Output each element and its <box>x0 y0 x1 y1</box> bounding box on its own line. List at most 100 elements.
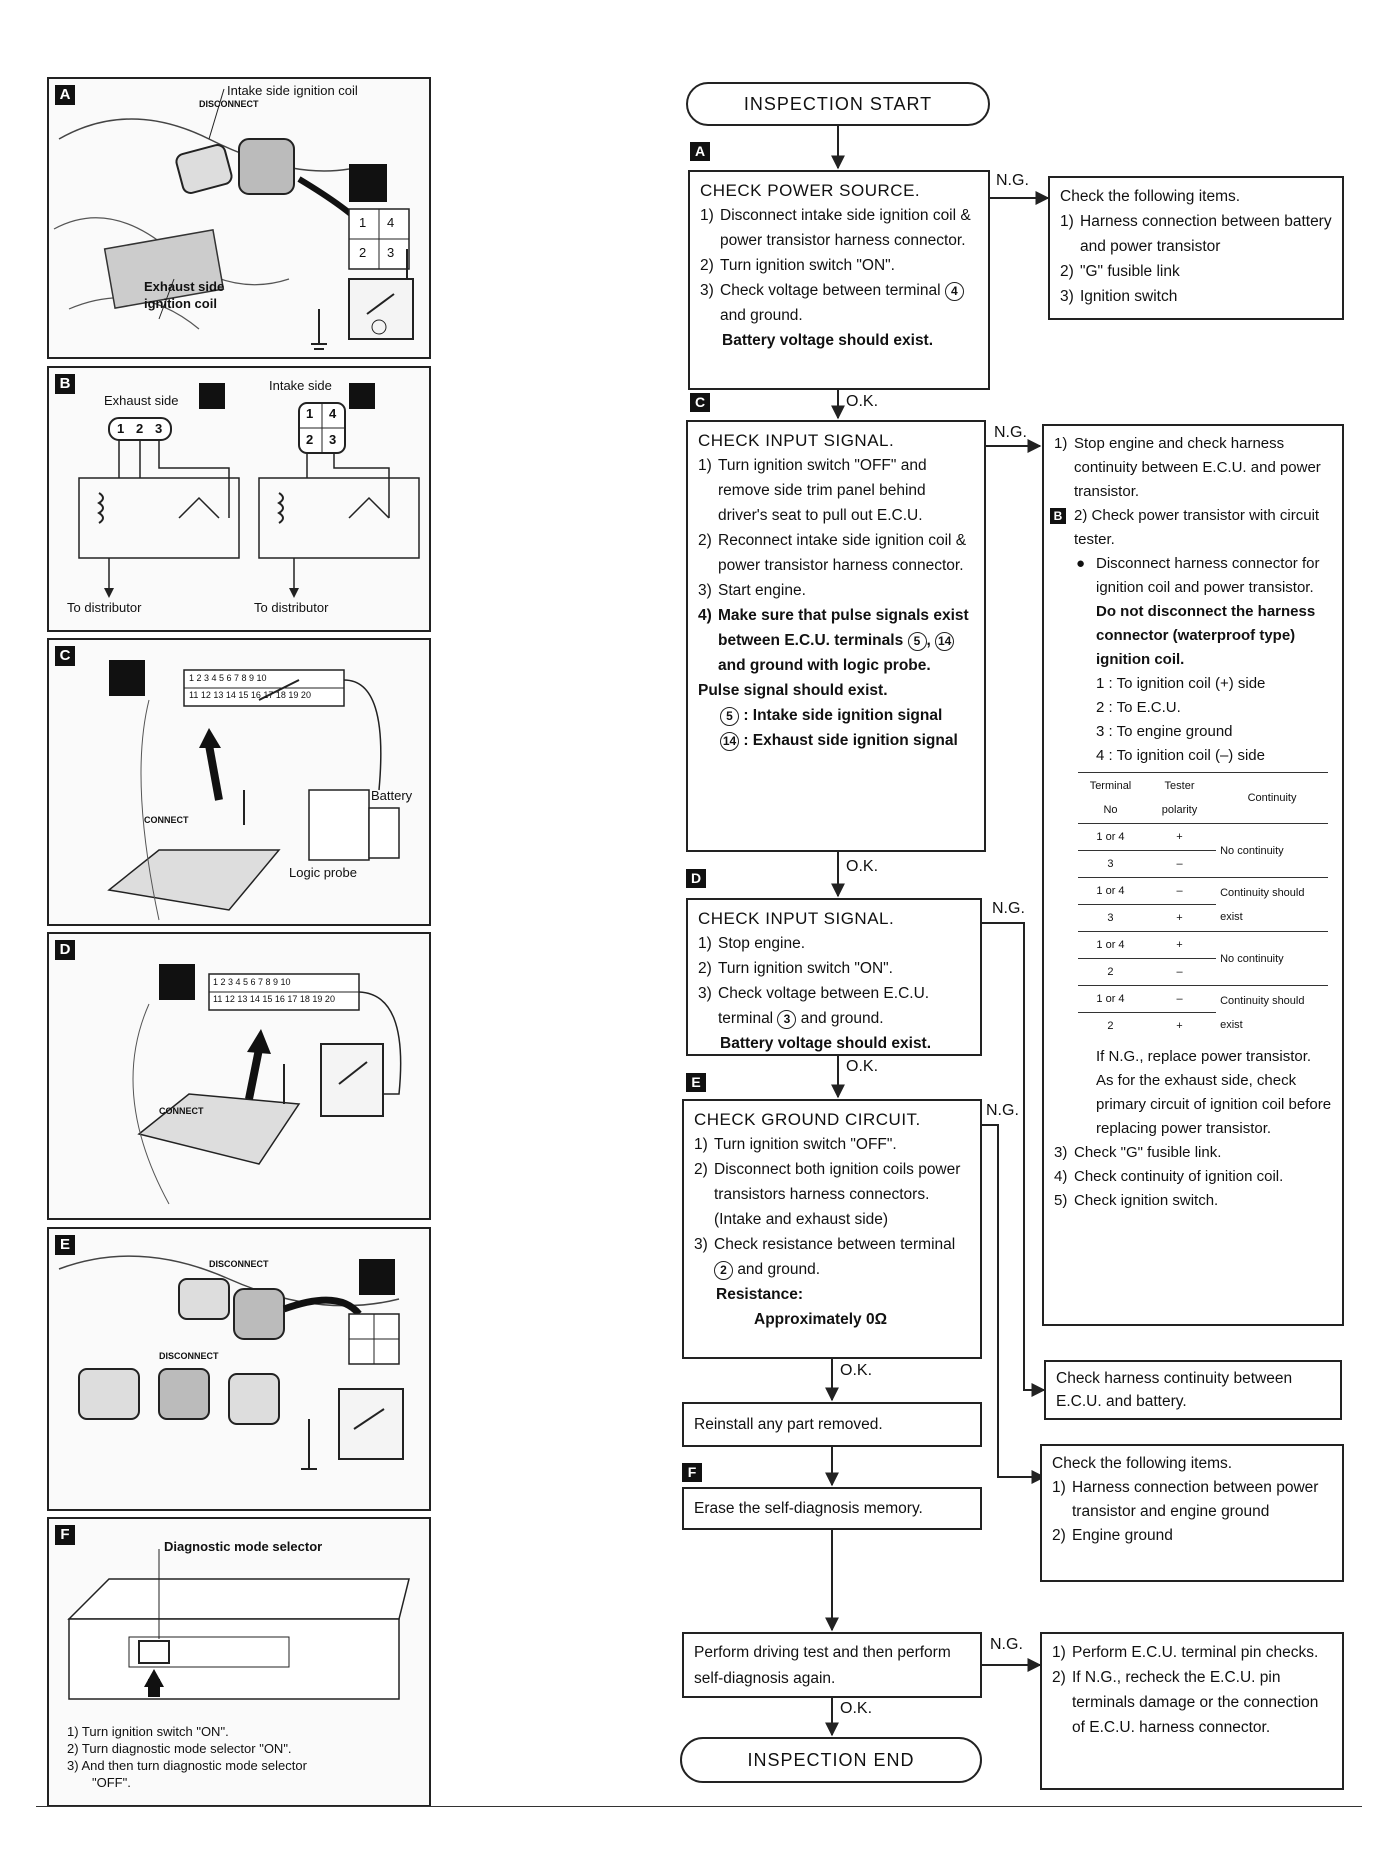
ground-step-3: 3)Check resistance between terminal 2 an… <box>694 1236 956 1280</box>
input1-step-2: 2)Reconnect intake side ignition coil & … <box>698 532 967 574</box>
ok-label-ground: O.K. <box>840 1362 873 1379</box>
input1-ng-bullet: ●Disconnect harness connector for igniti… <box>1076 555 1320 596</box>
panel-tag-d: D <box>55 940 75 960</box>
ng-label-power: N.G. <box>996 172 1029 189</box>
ground-step-1: 1)Turn ignition switch "OFF". <box>694 1136 897 1153</box>
input1-step-1: 1)Turn ignition switch "OFF" and remove … <box>698 457 927 524</box>
f-step-3: 3) And then turn diagnostic mode selecto… <box>67 1758 307 1773</box>
terminal-14-circle: 14 <box>935 632 955 651</box>
power-ng-item-3: 3)Ignition switch <box>1060 288 1178 305</box>
input2-title: CHECK INPUT SIGNAL. <box>698 909 895 928</box>
ecu-voltmeter-sketch <box>132 964 402 1205</box>
table-header-row: Terminal No Tester polarity Continuity <box>1078 772 1328 824</box>
input1-ng-step-4: 4)Check continuity of ignition coil. <box>1054 1168 1284 1185</box>
connect-label: CONNECT <box>144 815 189 825</box>
input2-step-3: 3)Check voltage between E.C.U. terminal … <box>698 985 930 1029</box>
driving-test-text: Perform driving test and then perform se… <box>694 1644 951 1687</box>
input2-step-1: 1)Stop engine. <box>698 935 806 952</box>
intake-term-3: 3 <box>329 432 337 447</box>
exhaust-coil-label-1: Exhaust side <box>144 279 225 294</box>
input1-ng-box: 1)Stop engine and check harness continui… <box>1042 424 1344 1326</box>
terminal-2-circle: 2 <box>714 1261 733 1280</box>
logic-probe-label: Logic probe <box>289 865 357 880</box>
disconnect-label: DISCONNECT <box>199 99 259 109</box>
table-row: 3+ <box>1078 904 1328 932</box>
terminal-2-label: 2 <box>359 245 367 260</box>
check-power-title: CHECK POWER SOURCE. <box>700 181 921 200</box>
ground-note-1: Resistance: <box>716 1286 804 1303</box>
input2-ng-box: Check harness continuity between E.C.U. … <box>1044 1360 1342 1420</box>
ground-step-2: 2)Disconnect both ignition coils power t… <box>694 1161 961 1228</box>
ok-label-power: O.K. <box>846 393 879 410</box>
step-tag-e: E <box>686 1073 706 1092</box>
input1-signal-14: 14 : Exhaust side ignition signal <box>698 728 974 753</box>
input1-ng-step-3: 3)Check "G" fusible link. <box>1054 1144 1222 1161</box>
power-step-2: 2)Turn ignition switch "ON". <box>700 257 895 274</box>
input2-note: Battery voltage should exist. <box>720 1035 932 1052</box>
input1-step-3: 3)Start engine. <box>698 582 806 599</box>
ground-ng-box: Check the following items. 1)Harness con… <box>1040 1444 1344 1582</box>
panel-f-illustration: F Diagnostic mode selector 1) Turn ignit… <box>47 1517 431 1807</box>
table-row: 1 or 4–Continuity should exist <box>1078 985 1328 1039</box>
intake-coil-label: Intake side ignition coil <box>227 83 358 98</box>
panel-tag-e: E <box>55 1235 75 1255</box>
input1-ng-step-1: 1)Stop engine and check harness continui… <box>1054 435 1321 500</box>
terminal-5-circle: 5 <box>907 632 927 651</box>
reinstall-box: Reinstall any part removed. <box>682 1402 982 1447</box>
exhaust-side-label: Exhaust side <box>104 393 179 408</box>
exhaust-term-1: 1 <box>117 421 125 436</box>
drive-ng-item-2: 2)If N.G., recheck the E.C.U. pin termin… <box>1052 1669 1319 1736</box>
transistor-schematic <box>78 383 420 598</box>
step-tag-f: F <box>682 1463 702 1482</box>
power-ng-item-1: 1)Harness connection between battery and… <box>1060 213 1332 255</box>
pin-3-desc: 3 : To engine ground <box>1096 723 1233 740</box>
ecu-pins-bottom: 11 12 13 14 15 16 17 18 19 20 <box>189 690 311 700</box>
f-step-4: "OFF". <box>92 1775 131 1790</box>
disconnect-label-e1: DISCONNECT <box>209 1259 269 1269</box>
input1-ng-step-5: 5)Check ignition switch. <box>1054 1192 1219 1209</box>
panel-tag-f: F <box>55 1525 75 1545</box>
check-input-signal-box-2: CHECK INPUT SIGNAL. 1)Stop engine. 2)Tur… <box>686 898 982 1056</box>
exhaust-term-3: 3 <box>155 421 163 436</box>
power-step-1: 1)Disconnect intake side ignition coil &… <box>700 207 971 249</box>
input2-ng-text: Check harness continuity between E.C.U. … <box>1056 1370 1293 1410</box>
input1-ng-after-1: If N.G., replace power transistor. <box>1096 1048 1312 1065</box>
power-ng-item-2: 2)"G" fusible link <box>1060 263 1180 280</box>
driving-test-box: Perform driving test and then perform se… <box>682 1632 982 1698</box>
step-tag-c: C <box>690 393 710 412</box>
ecu-pins-top: 1 2 3 4 5 6 7 8 9 10 <box>189 673 267 683</box>
battery-label: Battery <box>371 788 413 803</box>
table-row: 1 or 4+No continuity <box>1078 823 1328 878</box>
power-step-3: 3)Check voltage between terminal 4 and g… <box>700 278 978 328</box>
pin-4-desc: 4 : To ignition coil (–) side <box>1096 747 1265 764</box>
drive-ng-item-1: 1)Perform E.C.U. terminal pin checks. <box>1052 1644 1319 1661</box>
panel-c-illustration: C 1 2 3 4 5 6 7 8 9 10 11 12 13 14 15 16… <box>47 638 431 926</box>
panel-tag-b: B <box>55 374 75 394</box>
terminal-1-label: 1 <box>359 215 367 230</box>
exhaust-term-2: 2 <box>136 421 144 436</box>
erase-memory-box: Erase the self-diagnosis memory. <box>682 1487 982 1530</box>
disconnect-label-e2: DISCONNECT <box>159 1351 219 1361</box>
ng-label-ground: N.G. <box>986 1102 1019 1119</box>
ecu-pins-top-d: 1 2 3 4 5 6 7 8 9 10 <box>213 977 291 987</box>
ok-label-input1: O.K. <box>846 858 879 875</box>
step-tag-a: A <box>690 142 710 161</box>
input1-title: CHECK INPUT SIGNAL. <box>698 431 895 450</box>
table-row: 2+ <box>1078 1012 1328 1039</box>
inspection-end-terminal: INSPECTION END <box>680 1737 982 1783</box>
panel-tag-a: A <box>55 85 75 105</box>
drive-ng-box: 1)Perform E.C.U. terminal pin checks. 2)… <box>1040 1632 1344 1790</box>
power-note: Battery voltage should exist. <box>722 332 934 349</box>
ground-ng-title: Check the following items. <box>1052 1455 1233 1472</box>
ng-label-input1: N.G. <box>994 424 1027 441</box>
panel-b-schematic: B Exhaust side Intake side 1 2 3 1 4 2 3… <box>47 366 431 632</box>
ground-title: CHECK GROUND CIRCUIT. <box>694 1110 921 1129</box>
pin-2-desc: 2 : To E.C.U. <box>1096 699 1181 716</box>
intake-term-4: 4 <box>329 406 337 421</box>
reinstall-text: Reinstall any part removed. <box>694 1416 883 1433</box>
check-input-signal-box-1: CHECK INPUT SIGNAL. 1)Turn ignition swit… <box>686 420 986 852</box>
exhaust-coil-label-2: ignition coil <box>144 296 217 311</box>
table-row: 2– <box>1078 958 1328 986</box>
panel-tag-c: C <box>55 646 75 666</box>
